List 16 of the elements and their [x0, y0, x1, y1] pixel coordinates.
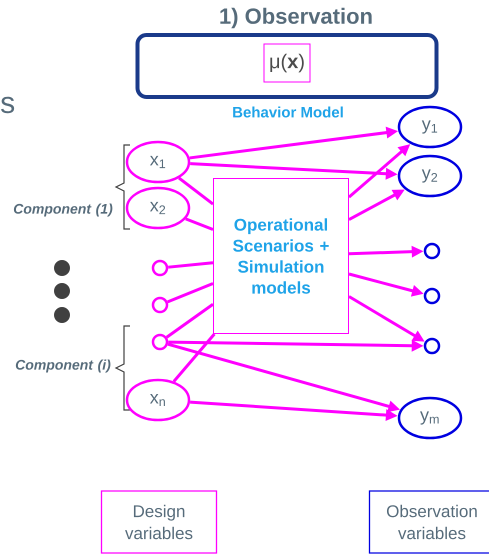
small-circle: [152, 334, 168, 350]
component-label: Component (1): [14, 203, 112, 217]
category-box: Design variables: [100, 490, 218, 554]
small-circle: [424, 288, 440, 304]
small-circle: [424, 242, 440, 260]
small-circle: [424, 338, 440, 354]
model-box: [136, 33, 438, 99]
title: 1) Observation: [220, 8, 372, 28]
box-caption: Behavior Model: [233, 106, 343, 118]
category-box: Observation variables: [368, 490, 489, 554]
component-label: Component (i): [16, 359, 110, 373]
small-circle: [152, 260, 168, 276]
scenario-box: Operational Scenarios + Simulation models: [213, 178, 349, 334]
formula-box: μ(x): [264, 44, 310, 82]
small-circle: [152, 296, 168, 314]
text-fragment: s: [1, 96, 14, 114]
